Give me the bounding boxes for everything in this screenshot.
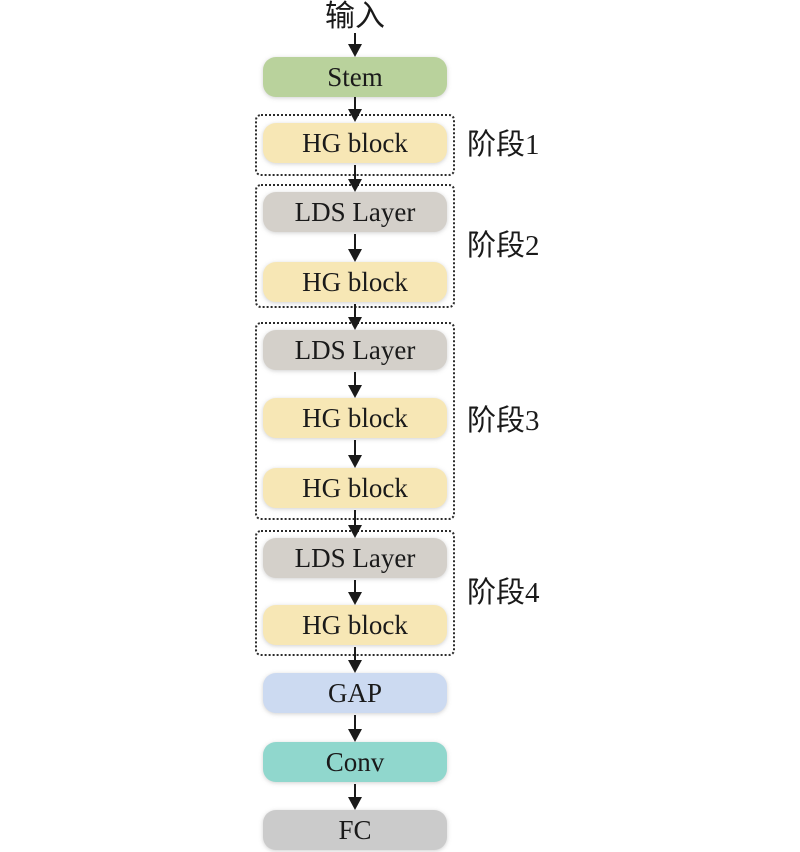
arrow-down-icon — [348, 33, 362, 57]
stage1-label: 阶段1 — [467, 129, 540, 161]
hg-block: HG block — [263, 262, 447, 302]
stem-block: Stem — [263, 57, 447, 97]
arrow-down-icon — [348, 234, 362, 262]
lds-layer-block: LDS Layer — [263, 538, 447, 578]
lds-layer-block: LDS Layer — [263, 192, 447, 232]
conv-block: Conv — [263, 742, 447, 782]
input-label: 输入 — [325, 0, 385, 33]
hg-block: HG block — [263, 398, 447, 438]
arrow-down-icon — [348, 440, 362, 468]
arrow-down-icon — [348, 715, 362, 742]
stage4-label: 阶段4 — [467, 577, 540, 609]
hg-block: HG block — [263, 123, 447, 163]
lds-layer-block: LDS Layer — [263, 330, 447, 370]
hg-block: HG block — [263, 605, 447, 645]
arrow-down-icon — [348, 304, 362, 330]
arrow-down-icon — [348, 784, 362, 810]
arrow-down-icon — [348, 372, 362, 398]
arrow-down-icon — [348, 97, 362, 122]
hg-block: HG block — [263, 468, 447, 508]
gap-block: GAP — [263, 673, 447, 713]
arrow-down-icon — [348, 510, 362, 538]
arrow-down-icon — [348, 580, 362, 605]
fc-block: FC — [263, 810, 447, 850]
stage2-label: 阶段2 — [467, 230, 540, 262]
stage3-label: 阶段3 — [467, 405, 540, 437]
arrow-down-icon — [348, 647, 362, 673]
arrow-down-icon — [348, 165, 362, 192]
